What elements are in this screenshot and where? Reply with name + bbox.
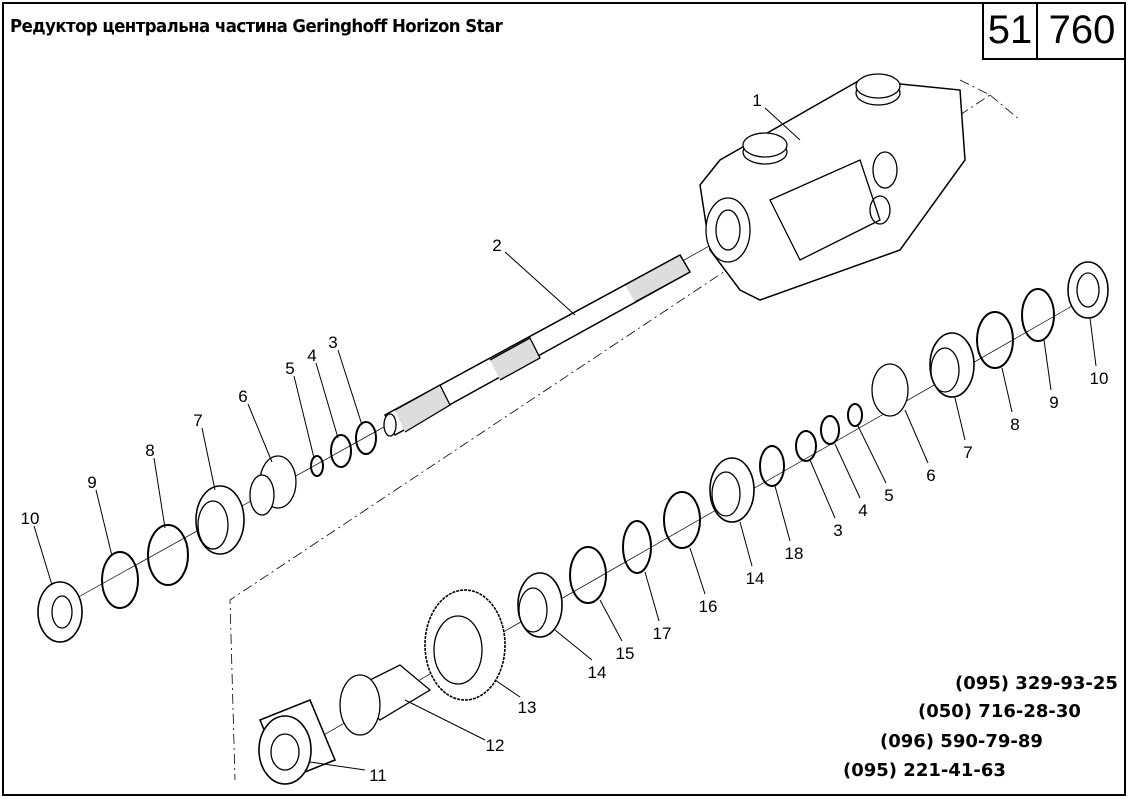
callout-14: 14 [588,663,607,682]
callout-13: 13 [518,698,537,717]
callout-3: 3 [833,521,842,540]
callout-6: 6 [238,387,247,406]
callout-12: 12 [486,736,505,755]
callout-11: 11 [369,766,387,785]
callout-14: 14 [746,569,765,588]
callout-1: 1 [752,91,761,110]
leader-lines [33,107,1097,771]
callout-2: 2 [492,236,501,255]
callout-4: 4 [858,501,867,520]
callout-9: 9 [87,473,96,492]
callout-6: 6 [926,466,935,485]
catalog-group: 51 [984,2,1038,58]
callout-3: 3 [328,333,337,352]
catalog-number-box: 51 760 [982,2,1126,60]
right-parts [258,261,1109,785]
phone-number: (096) 590-79-89 [880,731,1043,752]
callout-7: 7 [193,411,202,430]
page-title: Редуктор центральна частина Geringhoff H… [10,16,503,37]
gearbox-housing [699,73,966,301]
callout-8: 8 [1010,415,1019,434]
callout-15: 15 [616,644,635,663]
callout-10: 10 [21,509,40,528]
phone-number: (095) 221-41-63 [843,760,1006,781]
callout-4: 4 [307,346,316,365]
catalog-number: 760 [1048,7,1116,52]
callout-8: 8 [145,441,154,460]
callout-10: 10 [1090,369,1109,388]
main-shaft [383,253,692,437]
callout-17: 17 [653,624,672,643]
callout-7: 7 [963,443,972,462]
phone-number: (050) 716-28-30 [918,701,1081,722]
callout-18: 18 [785,544,804,563]
callout-9: 9 [1049,393,1058,412]
left-parts [37,421,377,643]
callout-5: 5 [285,359,294,378]
assembly-outline [229,79,991,781]
callout-labels: 1 2 3 4 5 6 7 8 9 10 10 9 8 7 6 5 4 3 18… [21,91,1109,785]
callout-16: 16 [699,597,718,616]
callout-5: 5 [884,486,893,505]
phone-number: (095) 329-93-25 [955,673,1118,694]
